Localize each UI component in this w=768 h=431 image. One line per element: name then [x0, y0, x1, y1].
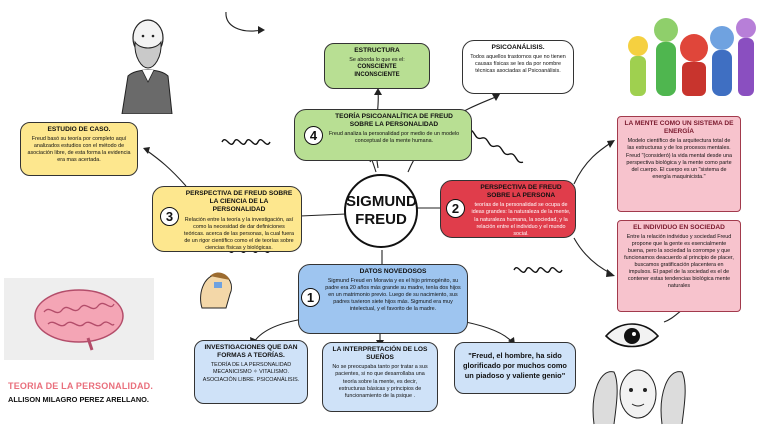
number-badge-3: 3 [160, 207, 179, 226]
mente-title: LA MENTE COMO UN SISTEMA DE ENERGÍA [624, 120, 734, 136]
sociedad-body: Entre la relación individuo y sociedad F… [624, 234, 734, 290]
datos-body: Sigmund Freud en Moravia y es el hijo pr… [325, 278, 461, 313]
suenos-box: LA INTERPRETACIÓN DE LOS SUEÑOS No se pr… [322, 342, 438, 412]
squiggle-decoration [221, 139, 271, 145]
face-doodle-sketch [592, 369, 686, 425]
investigaciones-box: INVESTIGACIONES QUE DAN FORMAS A TEORÍAS… [194, 340, 308, 404]
datos-box: DATOS NOVEDOSOS Sigmund Freud en Moravia… [298, 264, 468, 334]
center-node: SIGMUND FREUD [344, 174, 418, 248]
footer-subject: TEORIA DE LA PERSONALIDAD. [8, 381, 154, 391]
inside-out-characters-illustration [628, 18, 756, 96]
psicoanalisis-title: PSICOANÁLISIS. [491, 44, 545, 51]
ciencia-body: Relación entre la teoría y la investigac… [184, 216, 294, 251]
footer-author: ALLISON MILAGRO PEREZ ARELLANO. [8, 395, 149, 404]
center-title-line1: SIGMUND [346, 193, 417, 210]
persona-title: PERSPECTIVA DE FREUD SOBRE LA PERSONA [480, 184, 562, 200]
arrowhead [374, 88, 382, 95]
estudio-body: Freud basó su teoría por completo aquí a… [27, 136, 131, 164]
persona-body: teorías de la personalidad se ocupa de i… [471, 202, 571, 237]
teoria-box: TEORÍA PSICOANALÍTICA DE FREUD SOBRE LA … [294, 109, 472, 161]
quote-text: "Freud, el hombre, ha sido glorificado p… [463, 351, 567, 380]
quote-box: "Freud, el hombre, ha sido glorificado p… [454, 342, 576, 394]
squiggle-decoration [513, 267, 563, 273]
arrowhead [606, 269, 615, 277]
freud-portrait-sketch [121, 19, 173, 114]
brain-illustration [4, 278, 154, 360]
eye-doodle-icon [604, 323, 660, 348]
arrowhead [258, 26, 265, 34]
sociedad-box: EL INDIVIDUO EN SOCIEDAD Entre la relaci… [617, 220, 741, 312]
center-title-line2: FREUD [355, 211, 407, 228]
ciencia-title: PERSPECTIVA DE FREUD SOBRE LA CIENCIA DE… [185, 190, 293, 214]
estructura-inconsciente: INCONSCIENTE [354, 71, 400, 78]
datos-title: DATOS NOVEDOSOS [359, 268, 427, 275]
number-badge-2: 2 [446, 199, 465, 218]
estudio-title: ESTUDIO DE CASO. [47, 126, 111, 133]
psicoanalisis-body: Todos aquellos trastornos que no tienen … [470, 54, 566, 75]
number-badge-1: 1 [301, 288, 320, 307]
estructura-consciente: CONSCIENTE [357, 64, 397, 71]
head-doodle-icon [200, 272, 232, 309]
arrowhead [492, 94, 500, 101]
mente-body: Modelo científico de la arquitectura tot… [626, 138, 732, 180]
estudio-box: ESTUDIO DE CASO. Freud basó su teoría po… [20, 122, 138, 176]
estructura-line1: Se aborda lo que es el: [349, 57, 405, 64]
investigaciones-body: TEORÍA DE LA PERSONALIDAD MECANICISMO ✧ … [202, 362, 300, 383]
mente-box: LA MENTE COMO UN SISTEMA DE ENERGÍA Mode… [617, 116, 741, 212]
teoria-body: Freud analiza la personalidad por medio … [328, 131, 460, 145]
arrowhead [143, 147, 150, 154]
suenos-title: LA INTERPRETACIÓN DE LOS SUEÑOS [332, 346, 428, 362]
sociedad-title: EL INDIVIDUO EN SOCIEDAD [633, 224, 725, 231]
arrowhead [607, 140, 615, 148]
number-badge-4: 4 [304, 126, 323, 145]
teoria-title: TEORÍA PSICOANALÍTICA DE FREUD SOBRE LA … [335, 113, 453, 129]
estructura-title: ESTRUCTURA [354, 47, 400, 54]
psicoanalisis-box: PSICOANÁLISIS. Todos aquellos trastornos… [462, 40, 574, 94]
investigaciones-title: INVESTIGACIONES QUE DAN FORMAS A TEORÍAS… [204, 344, 298, 360]
estructura-box: ESTRUCTURA Se aborda lo que es el: CONSC… [324, 43, 430, 89]
suenos-body: No se preocupaba tanto por tratar a sus … [332, 364, 428, 399]
